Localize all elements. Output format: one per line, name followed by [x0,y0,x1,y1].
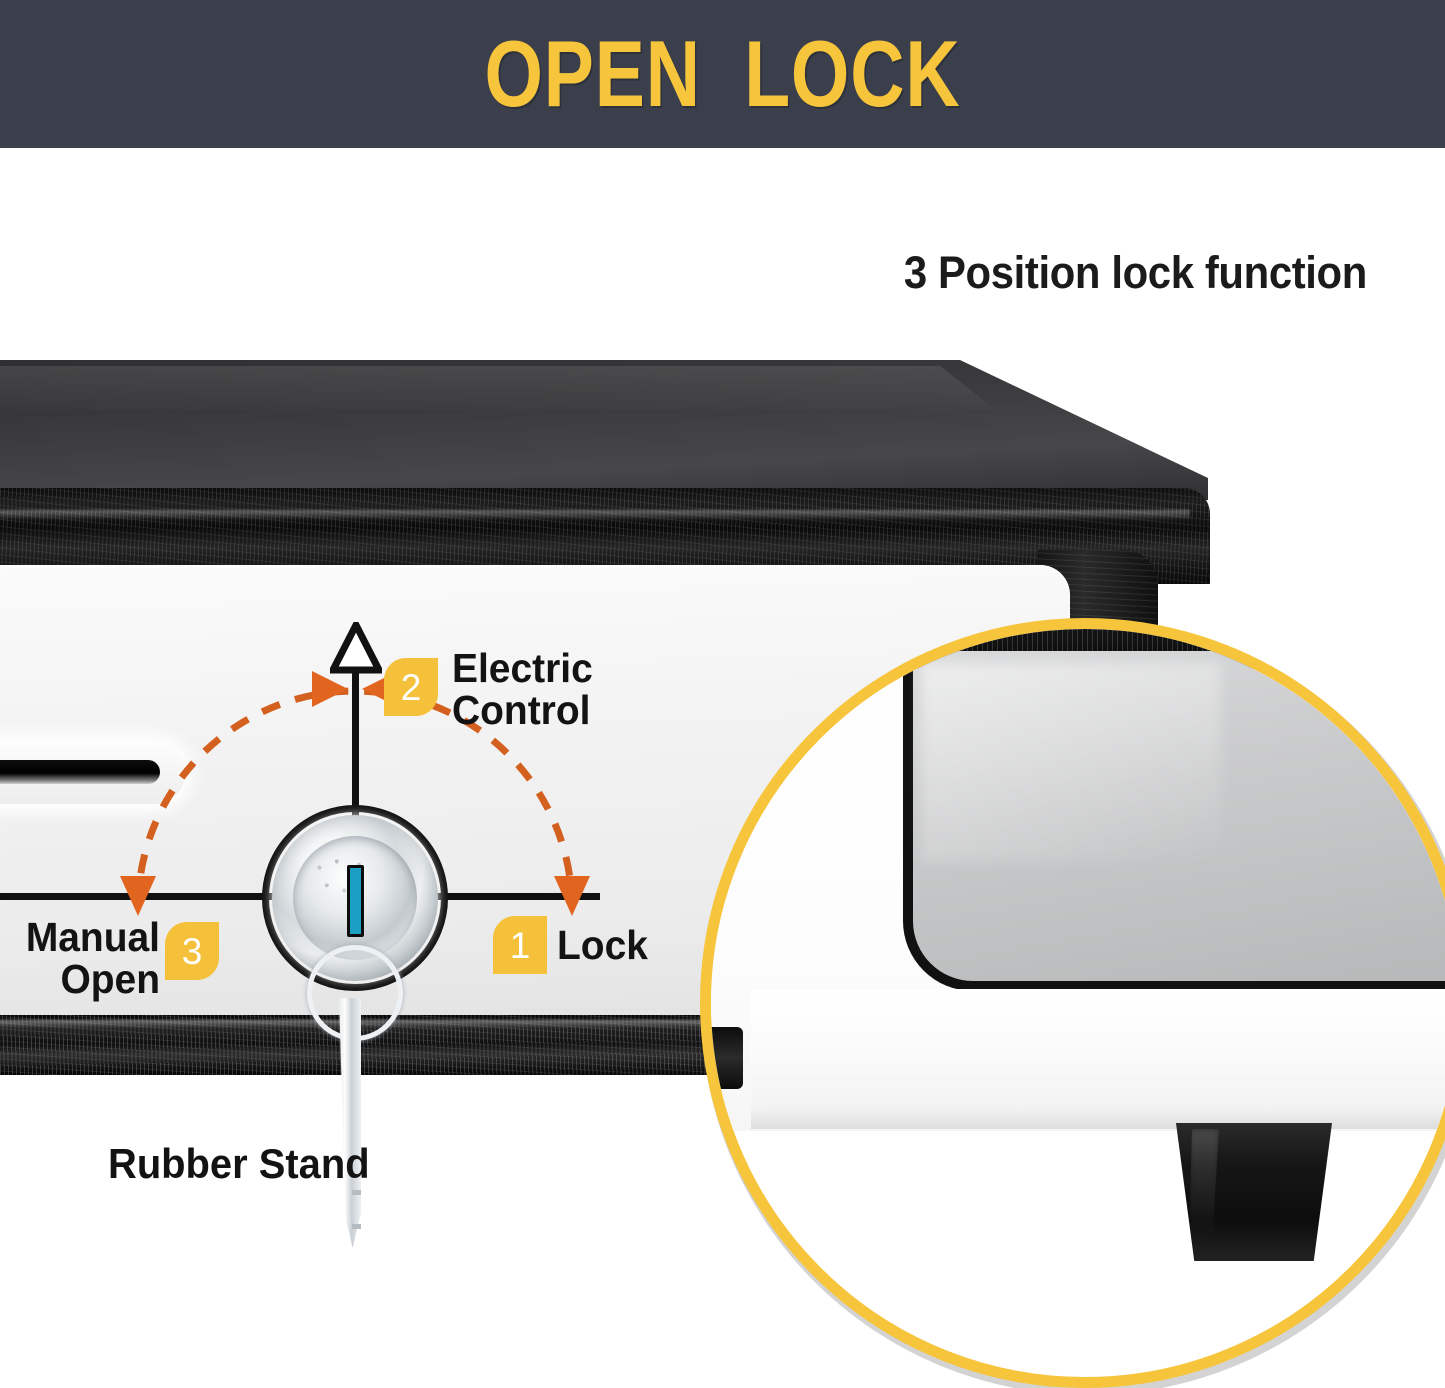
key-notch [352,1224,361,1229]
rubber-stand-label: Rubber Stand [108,1140,370,1187]
position-label-manual-open: Manual Open [25,914,161,1002]
up-arrow-icon [330,622,382,674]
header-bar: OPEN LOCK [0,0,1445,148]
magnified-white-body [751,989,1445,1124]
subtitle-text: 3 Position lock function [903,247,1367,298]
position-badge-1: 1 [493,916,547,974]
position-badge-2: 2 [384,658,438,716]
drawer-bezel-highlight [0,510,1190,520]
drawer-top-sheen [0,366,996,410]
position-label-lock: Lock [557,922,648,968]
key-blade [339,998,361,1248]
keyhole-slot [347,865,364,937]
rubber-foot [1175,1123,1333,1261]
diagram-vertical-axis [352,648,359,898]
key-notch [352,1190,361,1195]
media-slot-opening [0,760,160,784]
magnified-panel-sheen [921,663,1221,863]
drawer-top-panel [0,360,1208,500]
magnifier-callout-circle [700,618,1445,1388]
drawer-bottom-rail-highlight [0,1020,1155,1028]
position-label-electric-control: Electric Control [452,645,593,733]
page-title: OPEN LOCK [484,21,961,126]
magnified-left-tab [711,1027,743,1089]
lock-position-diagram [0,600,700,1248]
magnified-white-body-edge [751,1107,1445,1129]
position-badge-3: 3 [165,922,219,980]
